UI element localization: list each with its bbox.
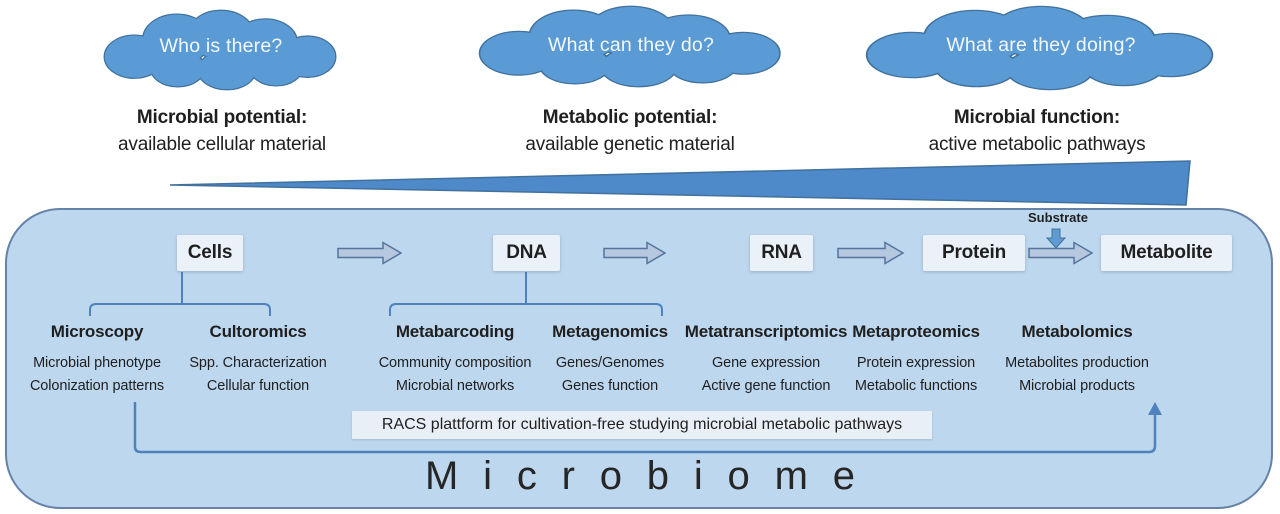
column-metabarcoding: Metabarcoding Community composition Micr… [355, 319, 555, 398]
microbiome-title: Microbiome [425, 454, 880, 498]
column-line: Microbial networks [395, 378, 515, 394]
column-metagenomics: Metagenomics Genes/Genomes Genes functio… [535, 319, 685, 398]
section-subtitle-line: available genetic material [525, 134, 735, 155]
flow-node-cells: Cells [177, 235, 243, 271]
column-line: Metabolites production [1005, 355, 1149, 371]
column-metaproteomics: Metaproteomics Protein expression Metabo… [816, 319, 1016, 398]
column-line: Metabolic functions [854, 378, 978, 394]
section-title-metabolic-potential: Metabolic potential: available genetic m… [460, 104, 800, 158]
column-line: Microbial phenotype [33, 355, 161, 371]
flow-node-metabolite: Metabolite [1101, 235, 1232, 271]
flow-node-protein: Protein [923, 235, 1025, 271]
column-line: Community composition [378, 355, 532, 371]
substrate-label: Substrate [1028, 210, 1088, 225]
cloud-question-2: What can they do? [548, 34, 714, 56]
column-header: Metabolomics [1021, 322, 1133, 341]
flow-node-dna: DNA [493, 235, 560, 271]
section-title-microbial-function: Microbial function: active metabolic pat… [867, 104, 1207, 158]
column-line: Colonization patterns [29, 378, 165, 394]
column-microscopy: Microscopy Microbial phenotype Colonizat… [7, 319, 187, 398]
column-line: Spp. Characterization [189, 355, 327, 371]
column-line: Cellular function [206, 378, 310, 394]
column-header: Metabarcoding [395, 322, 515, 341]
section-title-line: Microbial potential: [136, 107, 308, 128]
column-header: Metatranscriptomics [684, 322, 848, 341]
gradient-wedge-shape [169, 160, 1191, 206]
column-header: Metaproteomics [852, 322, 980, 341]
column-metabolomics: Metabolomics Metabolites production Micr… [977, 319, 1177, 398]
racs-platform-label: RACS plattform for cultivation-free stud… [352, 411, 932, 439]
column-line: Genes/Genomes [555, 355, 665, 371]
section-subtitle-line: available cellular material [118, 134, 326, 155]
column-cultoromics: Cultoromics Spp. Characterization Cellul… [158, 319, 358, 398]
column-line: Gene expression [711, 355, 821, 371]
flow-node-rna: RNA [750, 235, 813, 271]
column-header: Cultoromics [209, 322, 307, 341]
column-line: Genes function [561, 378, 659, 394]
section-title-microbial-potential: Microbial potential: available cellular … [52, 104, 392, 158]
cloud-question-3: What are they doing? [946, 34, 1136, 56]
column-metatranscriptomics: Metatranscriptomics Gene expression Acti… [666, 319, 866, 398]
column-header: Microscopy [50, 322, 144, 341]
section-title-line: Microbial function: [953, 107, 1121, 128]
cloud-question-1: Who is there? [159, 35, 283, 57]
column-line: Microbial products [1019, 378, 1135, 394]
section-subtitle-line: active metabolic pathways [928, 134, 1146, 155]
column-line: Protein expression [856, 355, 976, 371]
column-header: Metagenomics [552, 322, 668, 341]
section-title-line: Metabolic potential: [542, 107, 718, 128]
column-line: Active gene function [701, 378, 831, 394]
